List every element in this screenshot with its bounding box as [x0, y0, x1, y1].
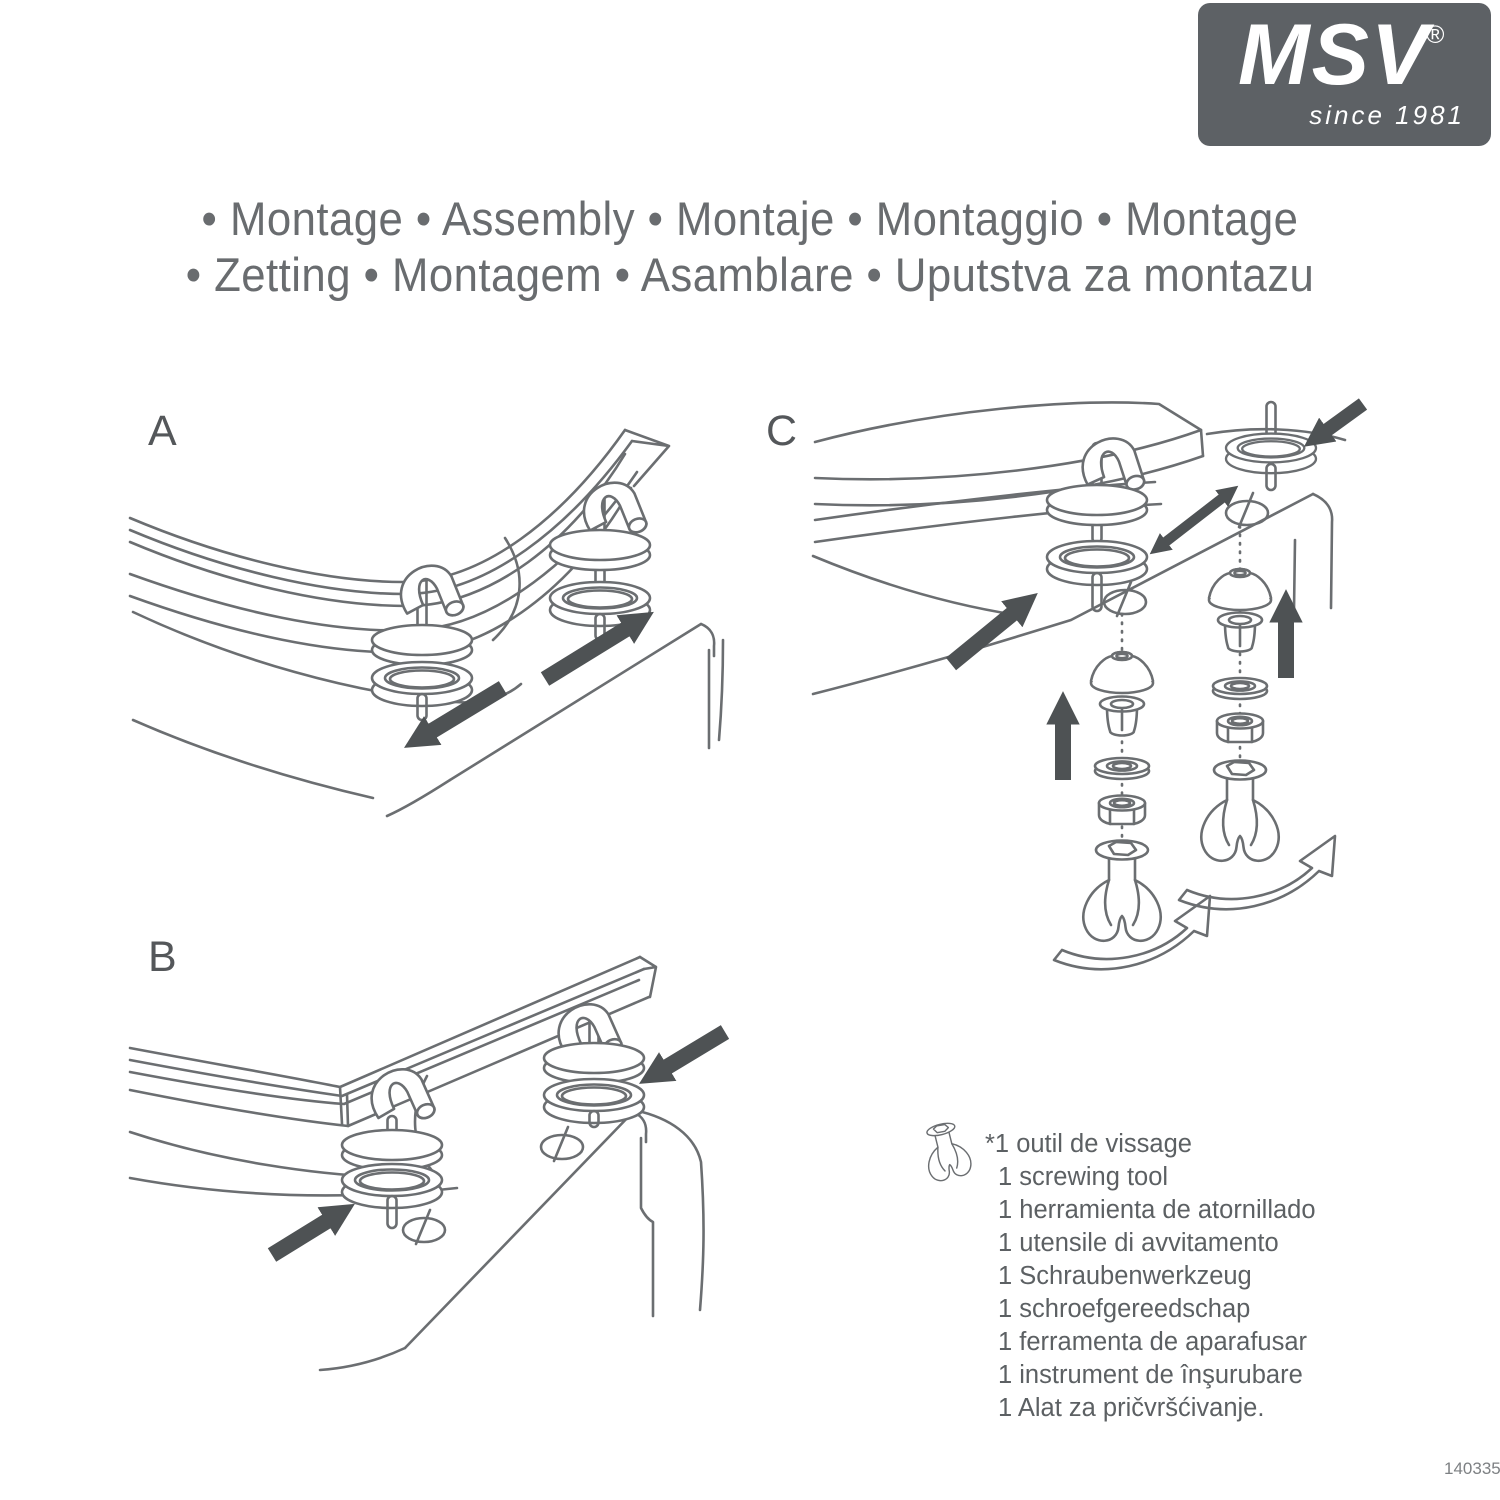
seat-hinge-assembly: [1045, 430, 1149, 613]
dome-cap: [1089, 650, 1155, 695]
wing-nut-tool: [1200, 759, 1280, 863]
step-label-c: C: [766, 407, 798, 455]
rubber-ring: [548, 580, 652, 628]
barrel-nut: [1098, 695, 1146, 737]
diagram-a-slide-seat: [128, 428, 725, 818]
tool-list: *1 outil de vissage 1 screwing tool 1 he…: [985, 1128, 1316, 1425]
tool-list-item: 1 Schraubenwerkzeug: [998, 1262, 1252, 1290]
document-code: 140335: [1444, 1459, 1500, 1478]
hex-nut: [1215, 712, 1265, 744]
slide-arrow-down-left: [404, 681, 508, 748]
rubber-ring: [542, 1077, 646, 1125]
left-hinge-assembly: [340, 1060, 444, 1230]
bolt-pin-tip: [1091, 571, 1103, 613]
hinge-strap: [391, 556, 467, 634]
bolt-pin-tip: [1265, 462, 1277, 492]
washer-disc: [548, 528, 652, 572]
adjust-double-arrow: [1149, 485, 1239, 555]
slide-arrow-up-right: [540, 611, 654, 686]
bolt-pin-tip: [588, 1109, 600, 1129]
title-line-2: • Zetting • Montagem • Asamblare • Uputs…: [185, 248, 1315, 301]
rubber-ring: [340, 1162, 444, 1210]
washer-disc: [1045, 483, 1149, 527]
brand-tagline: since 1981: [1309, 100, 1465, 130]
tool-list-item: *1 outil de vissage: [985, 1130, 1192, 1158]
flat-washer: [1211, 676, 1269, 701]
step-label-b: B: [148, 933, 177, 981]
tool-list-item: 1 screwing tool: [998, 1163, 1169, 1191]
brand-logo: MSV ® since 1981: [1198, 3, 1491, 146]
page-title: • Montage • Assembly • Montaje • Montagg…: [53, 191, 1448, 303]
tool-list-item: 1 ferramenta de aparafusar: [998, 1328, 1308, 1356]
insert-arrow-up-right: [267, 1203, 355, 1262]
rubber-ring: [1224, 432, 1318, 475]
insert-arrow-top-right: [1303, 398, 1368, 447]
title-line-1: • Montage • Assembly • Montaje • Montagg…: [201, 192, 1299, 245]
step-label-a: A: [148, 407, 177, 455]
tool-list-item: 1 herramienta de atornillado: [998, 1196, 1316, 1224]
hex-nut: [1097, 794, 1147, 826]
insert-arrow-diagonal: [945, 592, 1038, 671]
diagram-b-align-bolts: [128, 955, 730, 1372]
brand-name: MSV: [1238, 7, 1431, 103]
right-fastener-chain: [1177, 567, 1337, 911]
diagram-c-exploded-fixing: [811, 398, 1368, 971]
rubber-ring: [1045, 539, 1149, 587]
washer-disc: [542, 1041, 646, 1085]
mounting-hole: [401, 1208, 447, 1246]
registered-trademark-icon: ®: [1426, 21, 1445, 49]
bolt-pin-tip: [386, 1194, 398, 1230]
insert-arrow-down-left: [638, 1025, 730, 1084]
screwing-tool-icon: [918, 1118, 975, 1184]
mounting-hole: [539, 1125, 585, 1163]
tool-list-item: 1 Alat za pričvršćivanje.: [998, 1394, 1265, 1422]
dome-cap: [1207, 567, 1273, 612]
barrel-nut: [1216, 611, 1264, 653]
loose-bolt-with-ring: [1224, 400, 1318, 492]
rubber-ring: [370, 660, 474, 708]
tool-list-item: 1 instrument de înşurubare: [998, 1361, 1303, 1389]
flat-washer: [1093, 756, 1151, 781]
washer-disc: [370, 623, 474, 667]
tool-list-item: 1 schroefgereedschap: [998, 1295, 1251, 1323]
wing-nut-tool: [1082, 839, 1162, 943]
left-fastener-chain: [1052, 650, 1212, 971]
toilet-seat-outline: [128, 955, 658, 1128]
tool-list-item: 1 utensile di avvitamento: [998, 1229, 1279, 1257]
right-hinge-assembly: [542, 995, 646, 1129]
mounting-hole: [1224, 491, 1270, 529]
